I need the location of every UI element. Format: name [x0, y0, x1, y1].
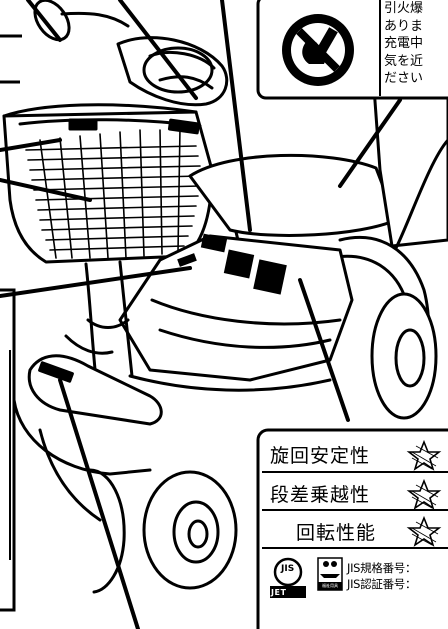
welfare-mark-text: 福祉用具 — [322, 583, 338, 588]
no-fire-icon — [282, 14, 354, 86]
mirror — [33, 0, 71, 42]
jis-certification-number: JIS認証番号： — [347, 577, 417, 591]
warning-line: 引火爆 — [384, 1, 424, 16]
jis-logo — [270, 557, 306, 598]
warning-line: ださい — [384, 71, 424, 86]
scooter-body — [118, 234, 354, 382]
jet-label: JET — [271, 588, 287, 597]
jis-logo-text: JIS — [281, 564, 295, 574]
rating-label-step-climbing: 段差乗越性 — [270, 484, 371, 506]
welfare-icon — [317, 557, 343, 591]
seat — [188, 153, 398, 237]
left-wheel — [88, 468, 126, 594]
rear-wheel — [370, 292, 438, 420]
rating-label-turning-stability: 旋回安定性 — [270, 445, 371, 467]
warning-line: ありま — [384, 18, 424, 34]
warning-text: 引火爆 ありま 充電中 気を近 ださい — [384, 0, 448, 88]
warning-line: 充電中 — [384, 36, 424, 51]
rating-label-turning-performance: 回転性能 — [296, 522, 377, 544]
rating-label-box — [256, 428, 448, 629]
jis-standard-number: JIS規格番号： — [347, 561, 417, 575]
warning-line: 気を近 — [384, 53, 424, 69]
